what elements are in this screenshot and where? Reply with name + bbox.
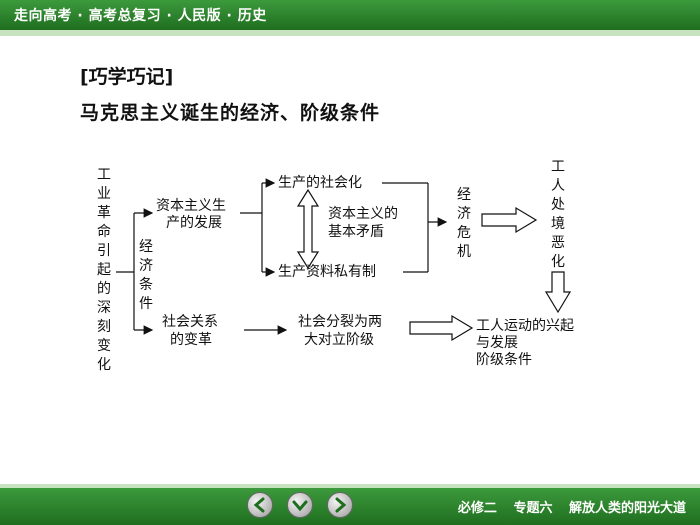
crisis-label: 经济危机 bbox=[457, 187, 471, 260]
contradiction-double-arrow bbox=[296, 188, 320, 270]
movement-label-line3: 阶级条件 bbox=[476, 352, 532, 368]
split-label-line2: 大对立阶级 bbox=[304, 332, 374, 348]
next-button[interactable] bbox=[327, 492, 353, 518]
contradiction-label-line1: 资本主义的 bbox=[328, 206, 398, 222]
arrow-crisis-to-workers bbox=[481, 206, 538, 234]
next-arrow-icon bbox=[335, 497, 347, 513]
section-tag: [巧学巧记] bbox=[80, 66, 174, 88]
footer-course: 必修二 bbox=[457, 501, 497, 516]
home-button[interactable] bbox=[287, 492, 313, 518]
private-ownership-label: 生产资料私有制 bbox=[278, 264, 376, 280]
footer-unit: 专题六 bbox=[513, 501, 553, 516]
movement-label-line2: 与发展 bbox=[476, 335, 518, 351]
header-accent-line bbox=[0, 30, 700, 36]
header-bar: 走向高考 · 高考总复习 · 人民版 · 历史 bbox=[0, 0, 700, 30]
contradiction-label-line2: 基本矛盾 bbox=[328, 224, 384, 240]
page-title: 马克思主义诞生的经济、阶级条件 bbox=[80, 102, 381, 124]
arrow-split-to-movement bbox=[409, 314, 474, 342]
social-change-label-line1: 社会关系 bbox=[162, 314, 218, 330]
footer-topic: 解放人类的阳光大道 bbox=[568, 501, 686, 516]
footer-breadcrumb: 必修二 专题六 解放人类的阳光大道 bbox=[446, 497, 686, 516]
worker-condition-label: 工人处境恶化 bbox=[551, 159, 565, 270]
header-title: 走向高考 · 高考总复习 · 人民版 · 历史 bbox=[14, 8, 267, 24]
split-label-line1: 社会分裂为两 bbox=[298, 314, 382, 330]
movement-label-line1: 工人运动的兴起 bbox=[476, 318, 574, 334]
footer-accent-line bbox=[0, 484, 700, 488]
econ-branch-label: 经济条件 bbox=[139, 239, 153, 312]
socialization-label: 生产的社会化 bbox=[278, 175, 362, 191]
capitalism-dev-label-line1: 资本主义生 bbox=[156, 198, 226, 214]
prev-arrow-icon bbox=[253, 497, 265, 513]
capitalism-dev-label-line2: 产的发展 bbox=[166, 215, 222, 231]
social-change-label-line2: 的变革 bbox=[170, 332, 212, 348]
prev-button[interactable] bbox=[247, 492, 273, 518]
root-label: 工业革命引起的深刻变化 bbox=[97, 167, 111, 373]
arrow-workers-down bbox=[544, 271, 572, 314]
down-arrow-icon bbox=[292, 500, 308, 512]
